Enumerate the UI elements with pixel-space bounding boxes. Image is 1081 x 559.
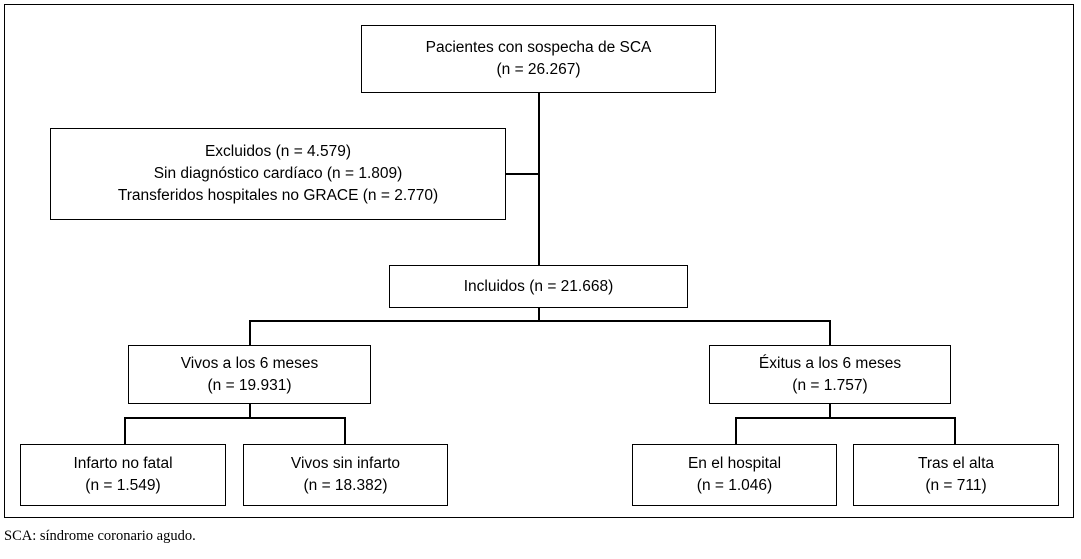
node-nonfatal-infarction-line2: (n = 1.549) [85,477,161,494]
connector-alive6m-down [249,404,251,418]
node-alive-without-infarction-line1: Vivos sin infarto [290,455,401,472]
node-deaths-6-months-line1: Éxitus a los 6 meses [758,354,902,372]
node-suspected-acs-line2: (n = 26.267) [496,61,581,78]
node-after-discharge: Tras el alta (n = 711) [853,444,1059,506]
node-after-discharge-line2: (n = 711) [925,477,987,494]
connector-split-level3 [249,320,831,322]
node-deaths-6-months-line2: (n = 1.757) [792,376,868,394]
connector-drop-alive6m [249,320,251,346]
figure-frame [4,4,1074,518]
node-excluded-line1: Excluidos (n = 4.579) [204,143,352,160]
node-in-hospital: En el hospital (n = 1.046) [632,444,837,506]
figure-footnote: SCA: síndrome coronario agudo. [4,528,196,544]
node-alive-6-months: Vivos a los 6 meses (n = 19.931) [128,345,371,404]
node-nonfatal-infarction-line1: Infarto no fatal [73,455,173,472]
connector-included-down [538,308,540,321]
node-nonfatal-infarction: Infarto no fatal (n = 1.549) [20,444,226,506]
node-excluded: Excluidos (n = 4.579) Sin diagnóstico ca… [50,128,506,220]
node-alive-without-infarction: Vivos sin infarto (n = 18.382) [243,444,448,506]
connector-split-left-bottom [124,417,345,419]
connector-suspected-to-included [538,92,540,272]
connector-drop-after-discharge [954,417,956,444]
node-excluded-line3: Transferidos hospitales no GRACE (n = 2.… [117,187,439,204]
node-in-hospital-line2: (n = 1.046) [696,477,773,494]
node-included-line1: Incluidos (n = 21.668) [463,277,614,295]
connector-drop-in-hospital [735,417,737,444]
node-deaths-6-months: Éxitus a los 6 meses (n = 1.757) [709,345,951,404]
connector-split-right-bottom [735,417,955,419]
connector-drop-dead6m [829,320,831,346]
node-alive-6-months-line1: Vivos a los 6 meses [180,354,319,372]
node-alive-without-infarction-line2: (n = 18.382) [303,477,388,494]
connector-drop-nonfatal-mi [124,417,126,444]
node-included: Incluidos (n = 21.668) [389,265,688,308]
node-in-hospital-line1: En el hospital [687,455,782,472]
node-alive-6-months-line2: (n = 19.931) [207,376,292,394]
connector-drop-alive-no-mi [344,417,346,444]
node-after-discharge-line1: Tras el alta [917,455,995,472]
connector-dead6m-down [829,404,831,418]
node-excluded-line2: Sin diagnóstico cardíaco (n = 1.809) [153,165,403,182]
node-suspected-acs-line1: Pacientes con sospecha de SCA [425,39,652,56]
connector-trunk-to-excluded [506,173,539,175]
node-suspected-acs: Pacientes con sospecha de SCA (n = 26.26… [361,25,716,93]
